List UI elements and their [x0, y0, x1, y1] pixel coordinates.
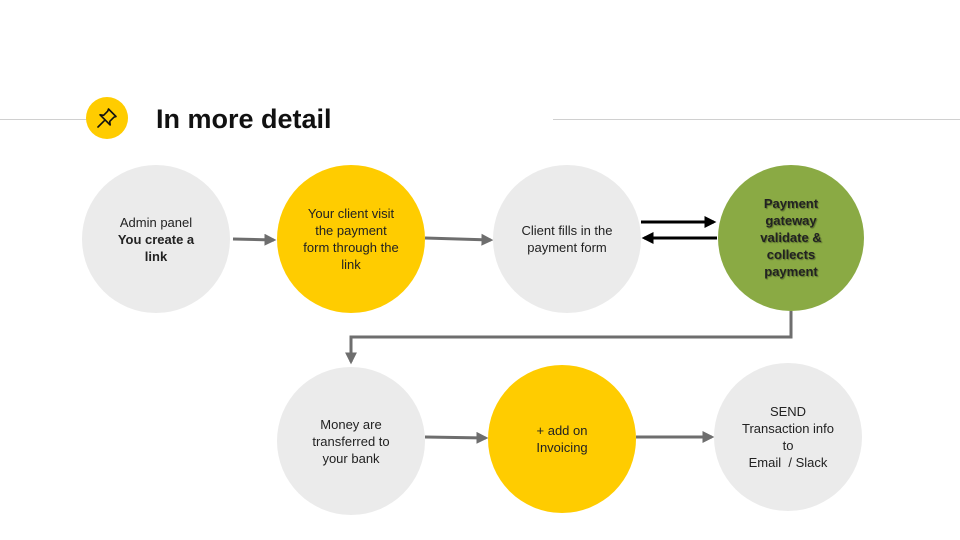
admin-panel-label: Admin panel	[119, 214, 193, 230]
node-client-visit: Your client visit the payment form throu…	[277, 165, 425, 313]
payment-gateway-text: Payment gateway validate & collects paym…	[760, 196, 822, 279]
send-label: SEND	[769, 404, 807, 419]
pushpin-icon	[86, 97, 128, 139]
node-admin-panel: Admin panel You create a link	[82, 165, 230, 313]
client-visit-text: Your client visit the payment form throu…	[303, 206, 399, 272]
node-client-fills: Client fills in the payment form	[493, 165, 641, 313]
node-money-transferred: Money are transferred to your bank	[277, 367, 425, 515]
node-invoicing: + add on Invoicing	[488, 365, 636, 513]
arrow-visit-to-fills	[424, 233, 494, 246]
send-channels-label: Email / Slack	[748, 455, 828, 470]
admin-panel-emphasis: You create a link	[117, 231, 195, 264]
money-transferred-text: Money are transferred to your bank	[312, 416, 390, 466]
invoicing-text: + add on Invoicing	[536, 423, 588, 455]
arrow-money-to-invoicing	[424, 431, 489, 444]
node-payment-gateway: Payment gateway validate & collects paym…	[718, 165, 864, 311]
send-transaction-label: Transaction info to	[741, 421, 834, 453]
arrow-admin-to-visit	[232, 233, 277, 246]
header-rule-left	[0, 119, 88, 120]
client-fills-text: Client fills in the payment form	[521, 223, 613, 255]
page-title: In more detail	[156, 104, 332, 134]
node-send-info: SEND Transaction info to Email / Slack	[714, 363, 862, 511]
header-rule-right	[553, 119, 960, 120]
arrow-gateway-to-money	[345, 311, 793, 365]
